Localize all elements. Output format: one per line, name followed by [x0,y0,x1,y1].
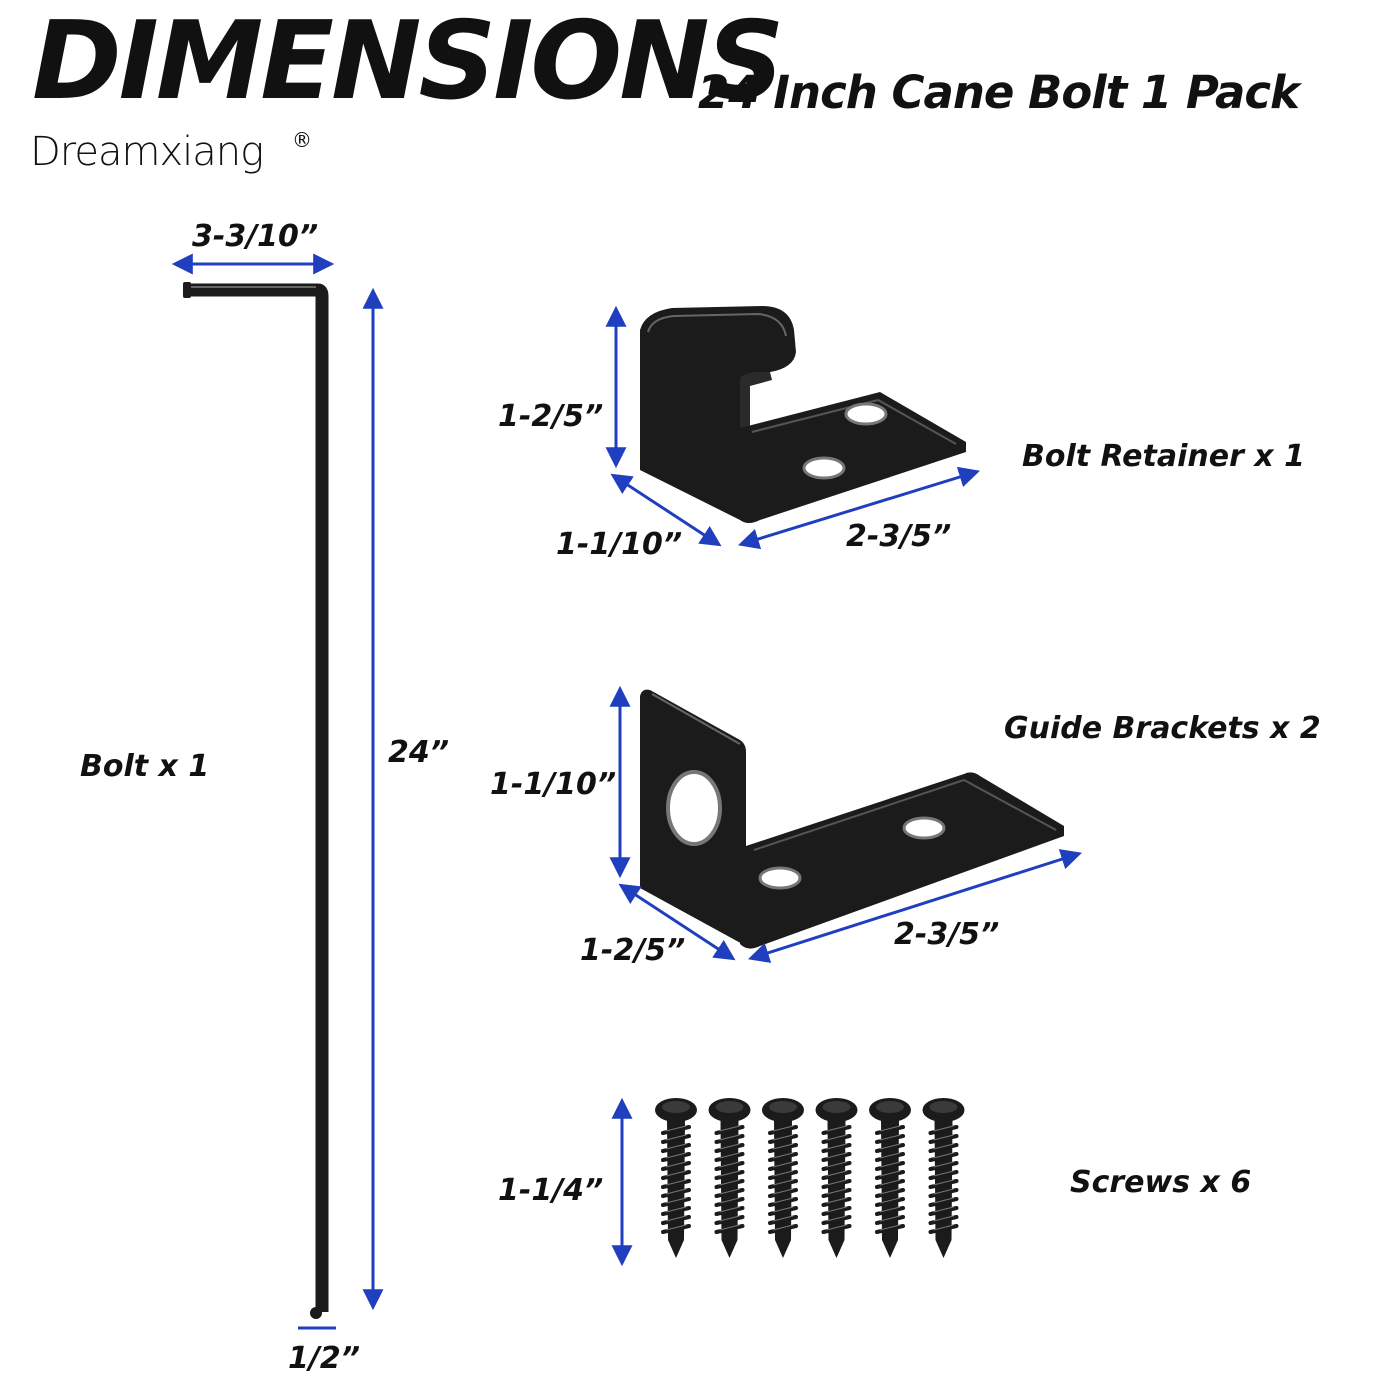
retainer-part-label: Bolt Retainer x 1 [1022,439,1305,474]
retainer-height-label: 1-2/5” [498,399,604,434]
screw [922,1098,965,1258]
screws-group [655,1098,965,1258]
bracket-part-label: Guide Brackets x 2 [1004,711,1321,746]
screw-length-label: 1-1/4” [498,1173,604,1208]
retainer-length-dimension-line [737,466,981,550]
bracket-length-label: 2-3/5” [894,917,1000,952]
bolt-drawing [183,282,329,1319]
page-title: DIMENSIONS [32,0,784,124]
bolt-part-label: Bolt x 1 [80,749,210,784]
retainer-depth-label: 1-1/10” [556,527,683,562]
bracket-height-label: 1-1/10” [490,767,617,802]
bolt-width-label: 3-3/10” [192,219,319,254]
bracket-depth-dimension-line [618,883,736,961]
screw [655,1098,697,1258]
bolt-length-label: 24” [388,735,450,770]
retainer-length-label: 2-3/5” [846,519,952,554]
page-subtitle: 24 Inch Cane Bolt 1 Pack [698,66,1300,119]
screw [708,1098,751,1258]
screw [815,1098,858,1258]
brand-logo: Dreamxiang [30,129,264,175]
screw [762,1098,804,1258]
screw [869,1098,911,1258]
registered-mark: ® [292,128,312,152]
screws-part-label: Screws x 6 [1070,1165,1252,1200]
guide-bracket-drawing [640,689,1064,949]
retainer-depth-dimension-line [610,473,722,547]
bracket-depth-label: 1-2/5” [580,933,686,968]
bracket-length-dimension-line [747,849,1083,963]
bolt-diameter-label: 1/2” [288,1341,361,1376]
